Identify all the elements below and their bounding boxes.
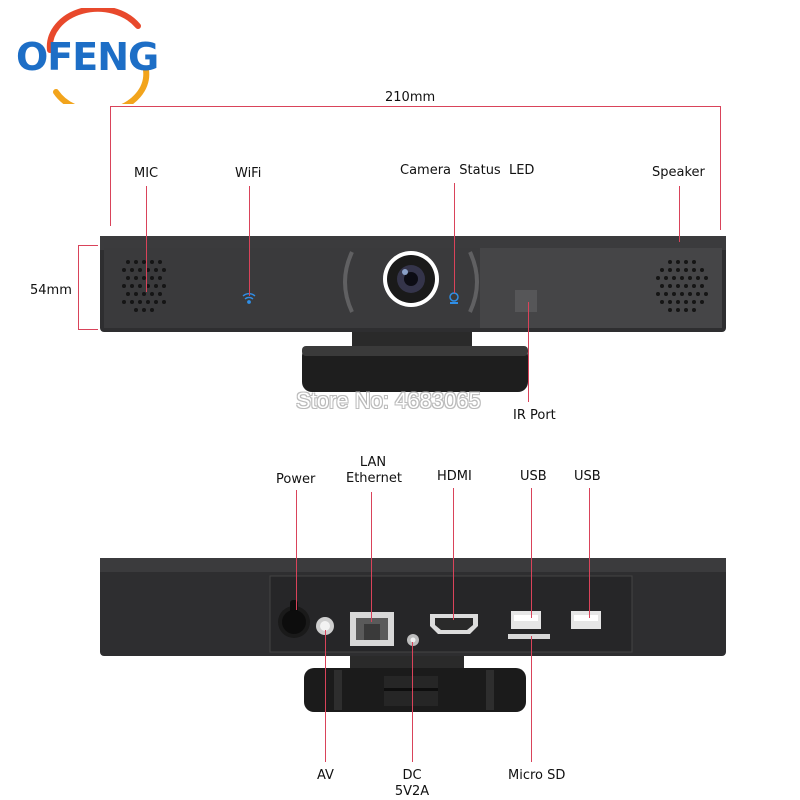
micro-sd-label: Micro SD	[508, 768, 566, 783]
micro-sd-leader-line	[531, 636, 532, 762]
av-label: AV	[317, 768, 334, 783]
wifi-leader-line	[249, 186, 250, 296]
dc-label-line1: DC	[402, 768, 422, 783]
hdmi-label: HDMI	[437, 469, 472, 484]
ir-port-label: IR Port	[513, 408, 556, 423]
wifi-label: WiFi	[235, 166, 262, 181]
ir-port-window	[515, 290, 537, 312]
mic-leader-line	[146, 186, 147, 292]
usb1-leader-line	[531, 488, 532, 618]
front-stand	[302, 330, 528, 392]
width-dimension-line	[110, 106, 720, 107]
height-dimension-bottom-tick	[78, 329, 98, 330]
store-watermark: Store No: 4683065	[296, 388, 481, 413]
power-leader-line	[296, 490, 297, 610]
ofeng-logo: OFENG	[16, 8, 159, 104]
speaker-leader-line	[679, 186, 680, 242]
speaker-label: Speaker	[652, 165, 705, 180]
lan-port	[350, 612, 394, 646]
width-dimension-label: 210mm	[385, 90, 436, 105]
power-button-port	[278, 600, 310, 638]
power-label: Power	[276, 472, 316, 487]
lan-leader-line	[371, 492, 372, 622]
camera-led-leader-line	[454, 183, 455, 293]
camera-lens	[383, 251, 439, 307]
speaker-grille	[656, 260, 708, 312]
micro-sd-slot	[508, 634, 550, 639]
back-stand	[304, 652, 526, 712]
hdmi-port	[430, 614, 478, 634]
dc-label-line2: 5V2A	[394, 784, 430, 799]
av-leader-line	[325, 630, 326, 762]
lan-label-line2: Ethernet	[346, 471, 402, 486]
usb-label-2: USB	[574, 469, 601, 484]
ir-port-leader-line	[528, 302, 529, 402]
hdmi-leader-line	[453, 488, 454, 620]
mic-label: MIC	[134, 166, 159, 181]
height-dimension-line	[78, 245, 79, 329]
lan-ethernet-label: LAN Ethernet	[346, 455, 402, 487]
camera-status-led-icon	[449, 292, 459, 304]
mic-grille	[122, 260, 166, 312]
usb2-leader-line	[589, 488, 590, 618]
height-dimension-top-tick	[78, 245, 98, 246]
usb-port-2	[571, 611, 601, 629]
dc-leader-line	[412, 642, 413, 762]
height-dimension-label: 54mm	[30, 283, 72, 298]
lan-label-line1: LAN	[359, 455, 387, 470]
width-dimension-right-tick	[720, 106, 721, 230]
usb-port-1	[511, 611, 541, 629]
usb-label-1: USB	[520, 469, 547, 484]
av-port	[316, 617, 334, 635]
width-dimension-left-tick	[110, 106, 111, 226]
dc-port	[407, 634, 419, 646]
svg-text:OFENG: OFENG	[16, 35, 158, 79]
camera-status-led-label: Camera Status LED	[400, 163, 535, 178]
dc-label: DC 5V2A	[394, 768, 430, 800]
